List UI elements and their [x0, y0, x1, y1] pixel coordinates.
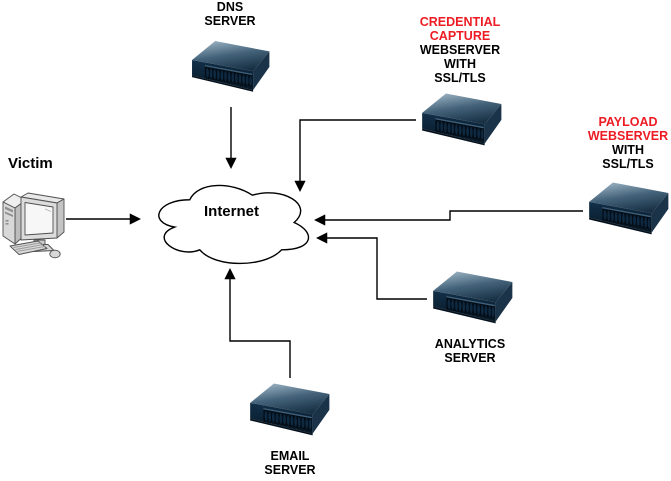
label-line: CREDENTIAL: [419, 15, 501, 29]
label-line: SSL/TLS: [602, 157, 654, 171]
edge-credential-internet: [294, 119, 416, 192]
analytics-server-label: ANALYTICS SERVER: [410, 337, 530, 365]
edge-analytics-internet: [316, 232, 427, 300]
internet-label: Internet: [203, 203, 259, 220]
label-line: SERVER: [264, 463, 316, 477]
rack-server-icon: [416, 89, 504, 149]
label-line: SERVER: [204, 14, 256, 28]
dns-server-label: DNS SERVER: [170, 0, 290, 28]
internet-cloud-icon: [148, 177, 315, 268]
edge-payload-internet: [314, 210, 583, 226]
rack-server-icon: [186, 36, 272, 96]
rack-server-icon: [583, 178, 671, 238]
credential-webserver-label: CREDENTIAL CAPTURE WEBSERVER WITH SSL/TL…: [400, 15, 520, 85]
email-server-label: EMAIL SERVER: [230, 449, 350, 477]
payload-webserver-label: PAYLOAD WEBSERVER WITH SSL/TLS: [572, 115, 671, 171]
label-line: CAPTURE: [429, 29, 491, 43]
label-line: ANALYTICS: [434, 337, 506, 351]
label-line: EMAIL: [270, 449, 310, 463]
label-line: SERVER: [444, 351, 496, 365]
label-line: WITH: [444, 57, 476, 71]
rack-server-icon: [244, 377, 332, 441]
label-line: WITH: [612, 143, 644, 157]
victim-label: Victim: [8, 155, 53, 172]
label-line: WEBSERVER: [419, 43, 501, 57]
label-line: WEBSERVER: [587, 129, 669, 143]
label-line: DNS: [216, 0, 244, 14]
rack-server-icon: [427, 266, 515, 328]
edge-email-internet: [224, 268, 291, 378]
desktop-computer-icon: [1, 184, 68, 262]
label-line: PAYLOAD: [598, 115, 658, 129]
label-line: SSL/TLS: [434, 71, 486, 85]
